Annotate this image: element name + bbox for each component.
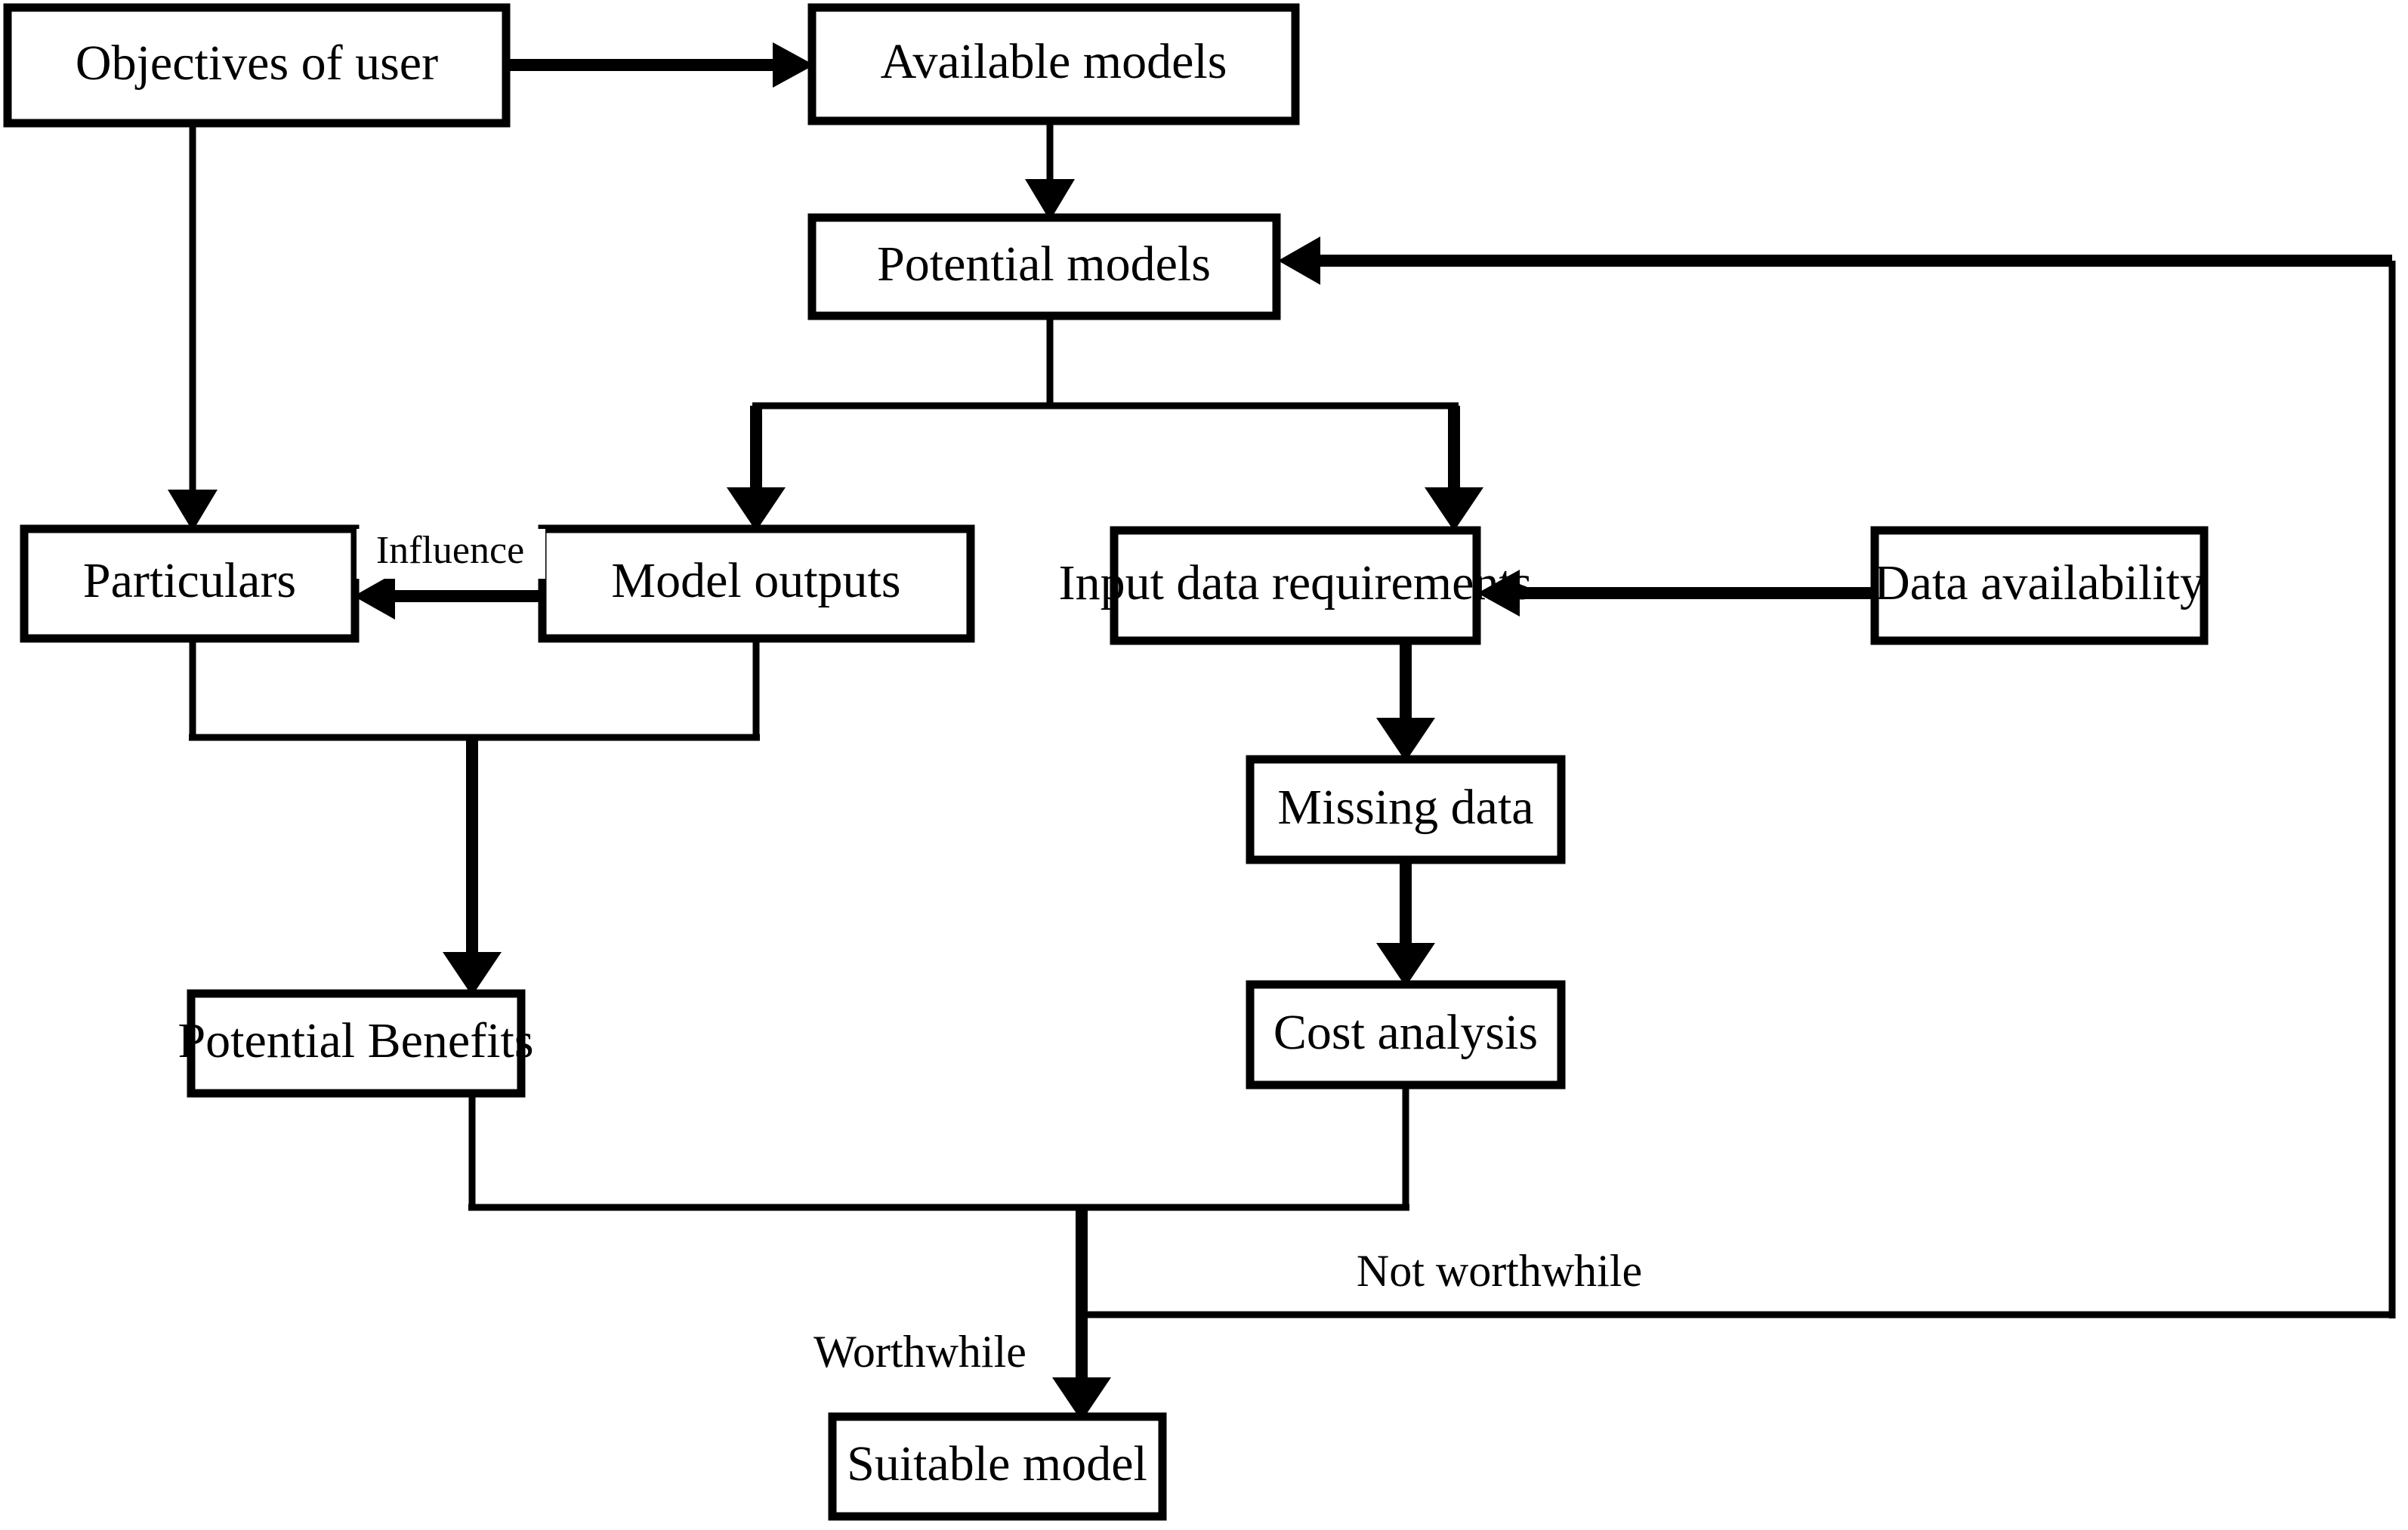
edge-label-not-worthwhile: Not worthwhile bbox=[1357, 1246, 1642, 1296]
node-particulars[interactable]: Particulars bbox=[20, 524, 360, 643]
node-model-outputs[interactable]: Model outputs bbox=[538, 524, 975, 643]
node-label-potential-benefits: Potential Benefits bbox=[178, 1013, 533, 1068]
edge-objectives-to-available bbox=[506, 42, 814, 88]
node-label-objectives: Objectives of user bbox=[76, 36, 438, 91]
node-label-available-models: Available models bbox=[881, 34, 1227, 89]
node-data-availability[interactable]: Data availability bbox=[1870, 526, 2209, 645]
edge-label-influence: Influence bbox=[357, 529, 545, 579]
node-potential-benefits[interactable]: Potential Benefits bbox=[178, 989, 534, 1098]
edge-availability-to-inputreq bbox=[1477, 570, 1875, 617]
node-objectives-of-user[interactable]: Objectives of user bbox=[3, 3, 511, 128]
node-label-data-availability: Data availability bbox=[1874, 555, 2205, 610]
node-label-input-data-requirements: Input data requirements bbox=[1059, 555, 1533, 610]
edge-inputreq-to-missing bbox=[1376, 641, 1435, 762]
edge-merge-to-benefits bbox=[189, 638, 760, 996]
edge-not-worthwhile-feedback bbox=[1082, 236, 2396, 1318]
edge-label-influence-text: Influence bbox=[376, 529, 524, 572]
edge-label-worthwhile: Worthwhile bbox=[813, 1327, 1026, 1377]
edge-merge-to-decision bbox=[468, 1085, 1409, 1421]
edge-missing-to-cost bbox=[1376, 860, 1435, 987]
node-suitable-model[interactable]: Suitable model bbox=[828, 1412, 1167, 1521]
node-label-particulars: Particulars bbox=[83, 553, 296, 608]
edge-objectives-to-particulars bbox=[168, 123, 218, 531]
edge-outputs-to-particulars bbox=[353, 573, 542, 620]
node-label-suitable-model: Suitable model bbox=[847, 1436, 1147, 1491]
edge-label-not-worthwhile-text: Not worthwhile bbox=[1357, 1246, 1642, 1296]
node-label-missing-data: Missing data bbox=[1277, 780, 1533, 835]
edge-label-worthwhile-text: Worthwhile bbox=[813, 1327, 1026, 1377]
node-label-cost-analysis: Cost analysis bbox=[1273, 1005, 1538, 1060]
node-cost-analysis[interactable]: Cost analysis bbox=[1246, 980, 1566, 1090]
node-label-potential-models: Potential models bbox=[877, 236, 1211, 292]
node-missing-data[interactable]: Missing data bbox=[1246, 755, 1566, 864]
node-label-model-outputs: Model outputs bbox=[611, 553, 900, 608]
node-available-models[interactable]: Available models bbox=[807, 3, 1300, 125]
node-potential-models[interactable]: Potential models bbox=[807, 213, 1281, 320]
edge-available-to-potential bbox=[1025, 121, 1075, 221]
node-input-data-requirements[interactable]: Input data requirements bbox=[1059, 526, 1533, 645]
edge-potential-split bbox=[727, 316, 1483, 531]
